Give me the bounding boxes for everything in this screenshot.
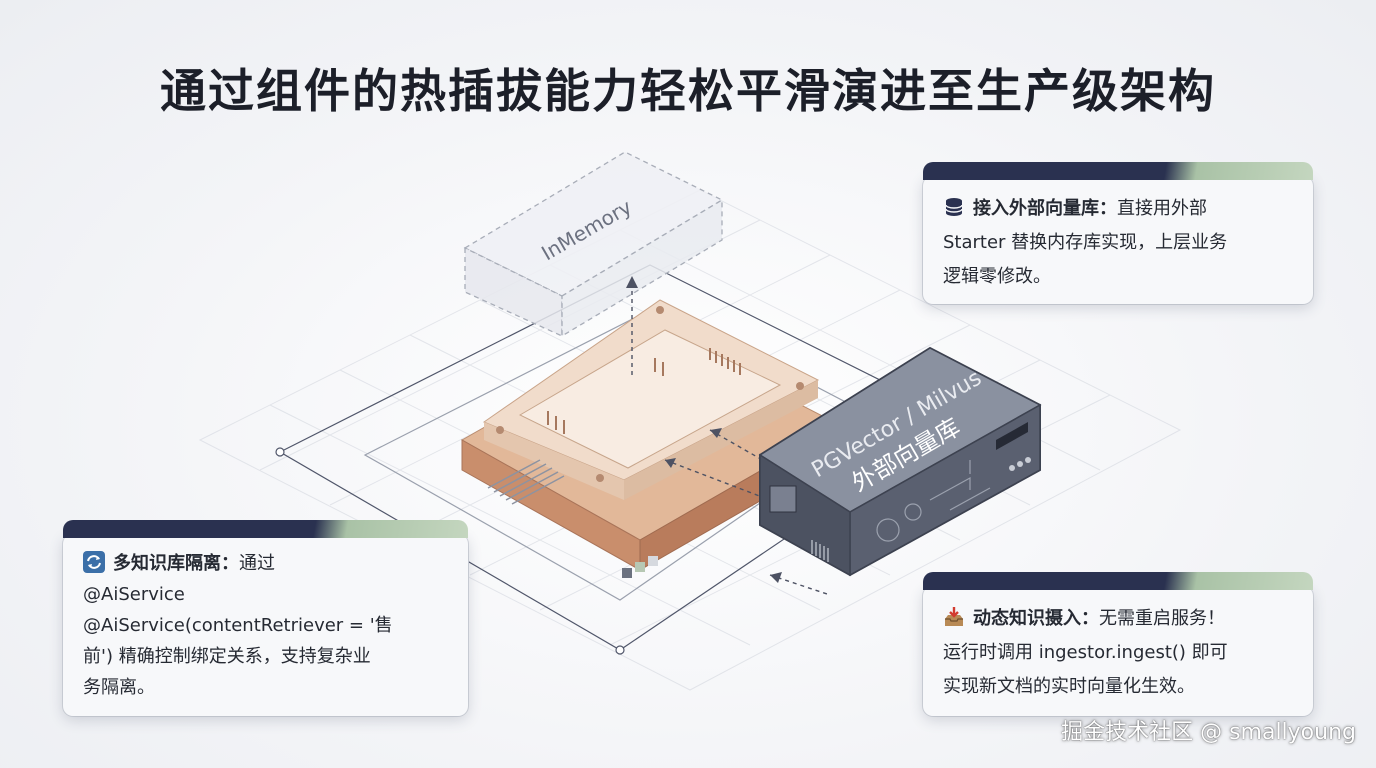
dynamic-ingest-card: 动态知识摄入：无需重启服务！ 运行时调用 ingestor.ingest() 即… bbox=[923, 572, 1313, 716]
card-text: 务隔离。 bbox=[83, 677, 155, 698]
card-tab bbox=[923, 162, 1313, 180]
card-text: Starter 替换内存库实现，上层业务 bbox=[943, 232, 1228, 253]
card-text: 直接用外部 bbox=[1117, 198, 1207, 219]
database-icon bbox=[945, 198, 963, 216]
card-text: @AiService bbox=[83, 584, 185, 605]
watermark: 掘金技术社区 @ smallyoung bbox=[1061, 720, 1356, 745]
card-heading: 动态知识摄入： bbox=[973, 608, 1099, 629]
arrow-heads bbox=[626, 276, 782, 583]
card-tab bbox=[923, 572, 1313, 590]
card-text: 运行时调用 ingestor.ingest() 即可 bbox=[943, 642, 1228, 663]
card-text: 无需重启服务！ bbox=[1099, 608, 1225, 629]
inmemory-block bbox=[463, 151, 724, 338]
card-text: 逻辑零修改。 bbox=[943, 266, 1051, 287]
card-text: @AiService(contentRetriever = '售 bbox=[83, 615, 393, 636]
pgvector-device bbox=[758, 346, 1042, 577]
legend-squares bbox=[622, 556, 658, 578]
page-title: 通过组件的热插拔能力轻松平滑演进至生产级架构 bbox=[160, 64, 1216, 118]
card-heading: 接入外部向量库： bbox=[973, 198, 1117, 219]
card-tab bbox=[63, 520, 468, 538]
inbox-tray-icon bbox=[945, 607, 963, 626]
multi-kb-card: 多知识库隔离：通过 @AiService @AiService(contentR… bbox=[63, 520, 468, 716]
card-heading: 多知识库隔离： bbox=[113, 553, 239, 574]
sync-icon bbox=[83, 551, 105, 573]
card-text: 前') 精确控制绑定关系，支持复杂业 bbox=[83, 646, 371, 667]
external-db-card: 接入外部向量库：直接用外部 Starter 替换内存库实现，上层业务 逻辑零修改… bbox=[923, 162, 1313, 304]
connector-pins bbox=[487, 459, 565, 505]
card-text: 通过 bbox=[239, 553, 275, 574]
card-text: 实现新文档的实时向量化生效。 bbox=[943, 676, 1195, 697]
